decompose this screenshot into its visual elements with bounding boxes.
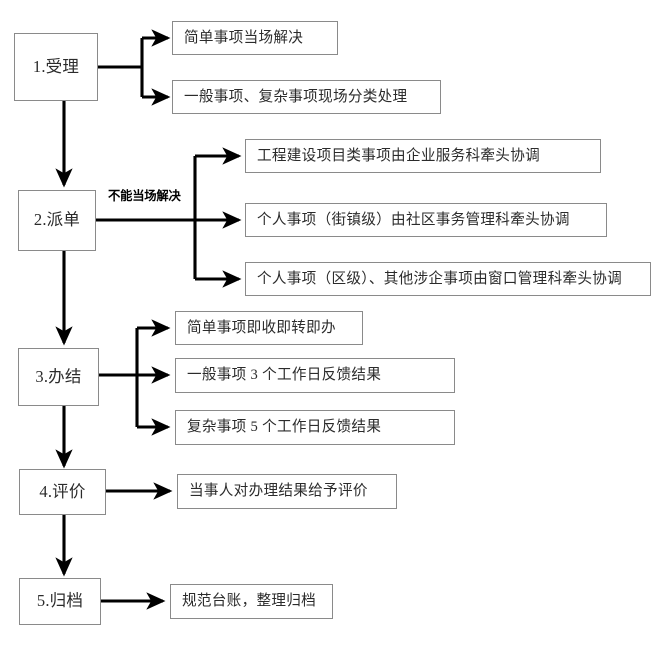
edge-label-not-onsite: 不能当场解决	[108, 189, 181, 203]
stage-box-5[interactable]: 5.归档	[19, 578, 101, 625]
detail-box-4-1[interactable]: 当事人对办理结果给予评价	[177, 474, 397, 509]
detail-box-3-2-label: 一般事项 3 个工作日反馈结果	[187, 367, 382, 384]
stage-box-4[interactable]: 4.评价	[19, 469, 106, 515]
stage-box-2[interactable]: 2.派单	[18, 190, 96, 251]
detail-box-1-2-label: 一般事项、复杂事项现场分类处理	[184, 88, 408, 105]
detail-box-2-2[interactable]: 个人事项（街镇级）由社区事务管理科牽头协调	[245, 203, 607, 237]
detail-box-2-3-label: 个人事项（区级）、其他涉企事项由窗口管理科牽头协调	[257, 270, 623, 287]
detail-box-4-1-label: 当事人对办理结果给予评价	[189, 483, 368, 500]
detail-box-3-1-label: 简单事项即收即转即办	[187, 319, 336, 336]
detail-box-5-1-label: 规范台账，整理归档	[182, 593, 317, 610]
detail-box-3-1[interactable]: 简单事项即收即转即办	[175, 311, 363, 345]
stage-box-5-label: 5.归档	[36, 591, 84, 611]
detail-box-1-1-label: 简单事项当场解决	[184, 29, 304, 46]
stage-box-1[interactable]: 1.受理	[14, 33, 98, 101]
stage-box-1-label: 1.受理	[32, 56, 80, 76]
detail-box-3-2[interactable]: 一般事项 3 个工作日反馈结果	[175, 358, 455, 393]
detail-box-3-3-label: 复杂事项 5 个工作日反馈结果	[187, 419, 382, 436]
stage-box-2-label: 2.派单	[33, 210, 81, 230]
stage-box-3-label: 3.办结	[35, 366, 82, 386]
stage-box-3[interactable]: 3.办结	[18, 348, 99, 406]
detail-box-2-2-label: 个人事项（街镇级）由社区事务管理科牽头协调	[257, 211, 570, 228]
detail-box-2-1-label: 工程建设项目类事项由企业服务科牽头协调	[257, 147, 540, 164]
detail-box-5-1[interactable]: 规范台账，整理归档	[170, 584, 333, 619]
detail-box-1-1[interactable]: 简单事项当场解决	[172, 21, 338, 55]
detail-box-2-1[interactable]: 工程建设项目类事项由企业服务科牽头协调	[245, 139, 601, 173]
detail-box-3-3[interactable]: 复杂事项 5 个工作日反馈结果	[175, 410, 455, 445]
detail-box-2-3[interactable]: 个人事项（区级）、其他涉企事项由窗口管理科牽头协调	[245, 262, 651, 296]
detail-box-1-2[interactable]: 一般事项、复杂事项现场分类处理	[172, 80, 441, 114]
stage-box-4-label: 4.评价	[39, 481, 86, 501]
